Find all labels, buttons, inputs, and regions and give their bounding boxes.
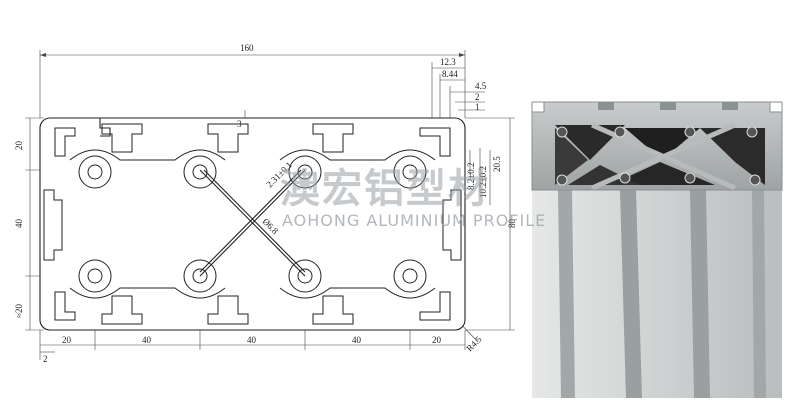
dim-12-3: 12.3 <box>440 57 456 67</box>
dim-wall-3: 3 <box>237 119 242 129</box>
dim-corner-radius: R4.5 <box>464 334 484 354</box>
dim-v-20-5: 20.5 <box>492 156 502 172</box>
watermark: 澳宏铝型材 AOHONG ALUMINIUM PROFILE <box>280 166 546 230</box>
dim-v-80: 80 <box>507 219 517 229</box>
profile-cross-section <box>39 118 466 331</box>
dim-overall-width: 160 <box>240 43 254 53</box>
dim-left-20-low: ≈20 <box>14 304 24 318</box>
dimension-lines <box>25 50 515 360</box>
dim-bottom-2: 2 <box>43 354 48 364</box>
profile-3d-render <box>531 101 783 398</box>
dim-left-40: 40 <box>14 219 24 229</box>
dim-bottom-40-a: 40 <box>142 335 152 345</box>
dim-4-5: 4.5 <box>475 81 487 91</box>
boss-holes <box>78 155 427 293</box>
watermark-cn: 澳宏铝型材 <box>280 166 490 212</box>
dim-bottom-40-c: 40 <box>352 335 362 345</box>
watermark-en: AOHONG ALUMINIUM PROFILE <box>282 211 546 230</box>
dim-v-10-2: 10.2±0.2 <box>478 166 488 198</box>
dim-1: 1 <box>475 102 480 112</box>
dim-bottom-40-b: 40 <box>247 335 257 345</box>
dim-bottom-20-a: 20 <box>62 335 72 345</box>
dim-2: 2 <box>475 92 480 102</box>
dim-8-44: 8.44 <box>442 69 458 79</box>
dim-left-20: 20 <box>14 141 24 151</box>
dim-v-8-2: 8.2±0.2 <box>466 163 476 190</box>
dim-bottom-20-b: 20 <box>432 335 442 345</box>
